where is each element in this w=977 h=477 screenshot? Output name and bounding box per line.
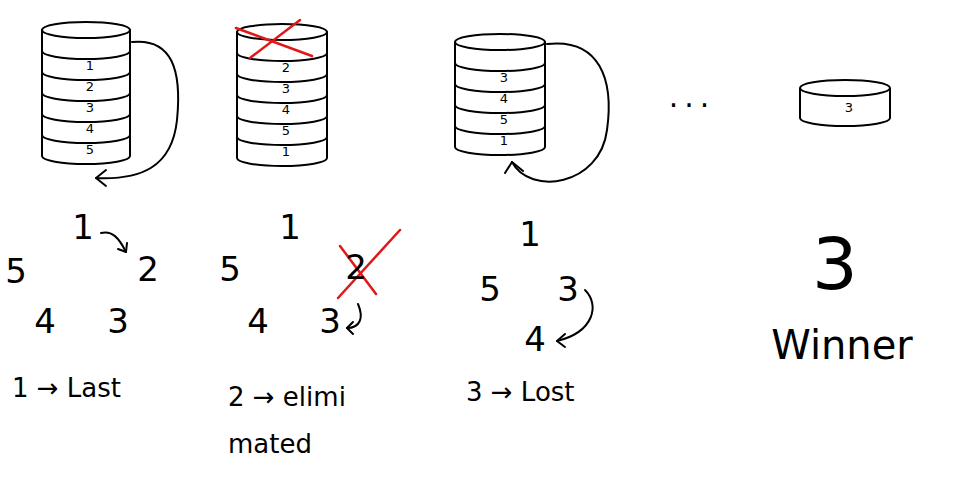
elimination-cross bbox=[250, 20, 300, 58]
disc-top bbox=[237, 24, 327, 40]
player-number: 3 bbox=[319, 303, 341, 340]
loop-arrow bbox=[96, 42, 178, 179]
disc-body bbox=[42, 30, 130, 59]
elimination-cross bbox=[340, 246, 376, 294]
loop-arrow bbox=[512, 43, 609, 181]
disc-number: 3 bbox=[42, 100, 138, 115]
player-number: 2 bbox=[137, 251, 159, 288]
coin-disc: 3 bbox=[42, 93, 138, 122]
player-number: 1 bbox=[72, 209, 94, 246]
coin-disc: 2 bbox=[42, 72, 138, 101]
disc-number: 2 bbox=[237, 60, 335, 75]
coin-disc: 4 bbox=[42, 114, 138, 143]
arrow-head bbox=[347, 322, 353, 334]
coin-disc: 2 bbox=[237, 53, 335, 82]
disc-top bbox=[42, 22, 130, 38]
disc-number: 1 bbox=[42, 58, 138, 73]
step-caption: 3 → Lost bbox=[466, 378, 636, 407]
coin-disc: 5 bbox=[42, 135, 138, 164]
elimination-cross bbox=[236, 28, 312, 56]
player-number: 3 bbox=[812, 225, 858, 304]
disc-number: 4 bbox=[455, 91, 553, 106]
player-number: 1 bbox=[279, 209, 301, 246]
disc-number: 4 bbox=[237, 102, 335, 117]
disc-top bbox=[800, 80, 890, 96]
player-number: ... bbox=[669, 80, 716, 113]
disc-number: 3 bbox=[800, 100, 898, 115]
coin-disc: 4 bbox=[455, 84, 553, 113]
coin-disc: 5 bbox=[455, 105, 553, 134]
arrow-head bbox=[118, 243, 127, 252]
elimination-cross bbox=[338, 230, 400, 298]
disc-number: 1 bbox=[455, 133, 553, 148]
player-number: 5 bbox=[219, 251, 241, 288]
coin-disc: 3 bbox=[237, 74, 335, 103]
turn-arrow bbox=[347, 304, 361, 328]
player-number: 4 bbox=[524, 321, 546, 358]
disc-number: 1 bbox=[237, 144, 335, 159]
disc-number: 2 bbox=[42, 79, 138, 94]
coin-disc: 1 bbox=[42, 51, 138, 80]
player-number: 4 bbox=[247, 303, 269, 340]
player-number: 1 bbox=[519, 216, 541, 253]
arrow-head bbox=[557, 334, 565, 347]
player-number: 5 bbox=[5, 253, 27, 290]
coin-disc: 4 bbox=[237, 95, 335, 124]
disc-top bbox=[455, 34, 545, 50]
step-caption: 1 → Last bbox=[12, 374, 182, 403]
disc-number: 3 bbox=[237, 81, 335, 96]
disc-number: 5 bbox=[42, 142, 138, 157]
arrow-head bbox=[96, 170, 106, 186]
disc-number: 3 bbox=[455, 70, 553, 85]
disc-number: 5 bbox=[455, 112, 553, 127]
disc-number: 5 bbox=[237, 123, 335, 138]
turn-arrow bbox=[101, 232, 126, 252]
coin-disc: 1 bbox=[455, 126, 553, 155]
coin-disc: 5 bbox=[237, 116, 335, 145]
coin-disc: 3 bbox=[800, 80, 898, 126]
player-number: 2 bbox=[345, 249, 367, 286]
step-caption: 2 → elimi mated bbox=[228, 374, 370, 468]
player-number: 3 bbox=[557, 271, 579, 308]
coin-disc: 1 bbox=[237, 137, 335, 166]
arrow-head bbox=[505, 162, 523, 173]
player-number: 4 bbox=[34, 303, 56, 340]
coin-disc: 3 bbox=[455, 63, 553, 92]
disc-number: 4 bbox=[42, 121, 138, 136]
disc-body bbox=[455, 42, 545, 71]
player-number: 5 bbox=[479, 271, 501, 308]
player-number: Winner bbox=[771, 323, 913, 367]
player-number: 3 bbox=[107, 303, 129, 340]
